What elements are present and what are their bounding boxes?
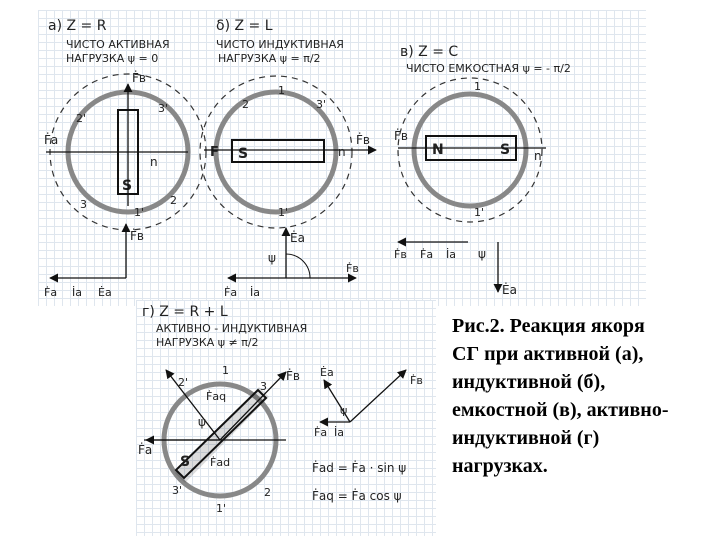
panel-d-fad-label: Ḟаd bbox=[210, 456, 230, 469]
panel-a: a) Z = R ЧИСТО АКТИВНАЯ НАГРУЗКА ψ = 0 S… bbox=[44, 18, 207, 299]
panel-b-coil-1: 1 bbox=[278, 84, 285, 97]
panel-d-faq-label: Ḟаq bbox=[206, 390, 226, 403]
panel-a-fb-label: Ḟв bbox=[132, 70, 146, 85]
panel-a-n-label: n bbox=[150, 155, 158, 169]
panel-c-phasor-ea-label: Ėа bbox=[502, 282, 517, 297]
panel-b: δ) Z = L ЧИСТО ИНДУКТИВНАЯ НАГРУЗКА ψ = … bbox=[199, 18, 377, 299]
panel-d-phasor-fb-label: Ḟв bbox=[410, 374, 423, 387]
panel-a-coil-3p: 3' bbox=[158, 102, 168, 115]
panel-d-coil-2p: 2' bbox=[178, 376, 188, 389]
panel-c-flux-line bbox=[397, 77, 543, 223]
graph-paper-background bbox=[38, 10, 646, 306]
panel-c-coil-1: 1 bbox=[474, 80, 481, 93]
panel-a-phasor-fb-label: Ḟв bbox=[130, 228, 144, 243]
panel-b-n-label: n bbox=[338, 145, 346, 159]
panel-a-phasor-ea-label: Ėа bbox=[98, 286, 112, 299]
panel-d-psi-label: ψ bbox=[198, 415, 206, 429]
panel-b-fb-label: Ḟв bbox=[356, 132, 370, 147]
panel-d-phasor-ea-label: Ėа bbox=[320, 366, 334, 379]
panel-d-phasor-psi-label: ψ bbox=[340, 404, 347, 417]
panel-d-coil-1p: 1' bbox=[216, 502, 226, 515]
panel-d-fb-arrow bbox=[219, 371, 287, 441]
panel-a-coil-1p: 1' bbox=[134, 206, 144, 219]
panel-c-coil-1p: 1' bbox=[474, 206, 484, 219]
panel-d-title: г) Z = R + L bbox=[142, 304, 228, 320]
panel-c-title: в) Z = C bbox=[400, 44, 458, 60]
panel-d-n-arrow bbox=[165, 369, 221, 441]
panel-d-coil-3: 3 bbox=[260, 380, 267, 393]
panel-b-psi-arc bbox=[285, 253, 311, 279]
panel-b-pole-s: S bbox=[238, 146, 248, 162]
panel-b-line1: ЧИСТО ИНДУКТИВНАЯ bbox=[216, 38, 344, 51]
panel-d-rotor-shadow bbox=[174, 387, 270, 483]
panel-a-phasor-fa-label: Ḟа bbox=[44, 286, 57, 299]
panel-d-rotor bbox=[174, 388, 268, 480]
panel-d-fa-label: Ḟа bbox=[138, 442, 152, 457]
panel-b-line2: НАГРУЗКА ψ = π/2 bbox=[218, 52, 321, 65]
diagram-top-svg: a) Z = R ЧИСТО АКТИВНАЯ НАГРУЗКА ψ = 0 S… bbox=[44, 18, 571, 299]
panel-c-pole-n: N bbox=[432, 142, 444, 158]
panel-d-coil-3p: 3' bbox=[172, 484, 182, 497]
panel-b-coil-3p: 3' bbox=[316, 98, 326, 111]
panel-d-coil-2: 2 bbox=[264, 486, 271, 499]
formula-fad: Ḟаd = Ḟа · sin ψ bbox=[312, 460, 406, 475]
panel-c-fb-label: Ḟв bbox=[394, 128, 408, 143]
panel-c-line1: ЧИСТО ЕМКОСТНАЯ ψ = - π/2 bbox=[406, 62, 571, 75]
panel-d-line1: АКТИВНО - ИНДУКТИВНАЯ bbox=[156, 322, 307, 335]
panel-c-n-label: n bbox=[534, 149, 542, 163]
panel-a-title: a) Z = R bbox=[48, 18, 107, 34]
panel-b-phasor-fb-label: Ḟв bbox=[346, 262, 359, 275]
panel-a-coil-3: 3 bbox=[80, 198, 87, 211]
panel-c-phasor-ia-label: İа bbox=[446, 248, 456, 261]
panel-a-fa-label: Ḟа bbox=[44, 132, 58, 147]
panel-c-phasor-fa-label: Ḟа bbox=[420, 248, 433, 261]
panel-a-coil-2p: 2' bbox=[76, 112, 86, 125]
panel-d: г) Z = R + L АКТИВНО - ИНДУКТИВНАЯ НАГРУ… bbox=[138, 304, 423, 515]
diagram-panel-top: a) Z = R ЧИСТО АКТИВНАЯ НАГРУЗКА ψ = 0 S… bbox=[38, 10, 646, 306]
panel-c: в) Z = C ЧИСТО ЕМКОСТНАЯ ψ = - π/2 N S Ḟ… bbox=[394, 44, 571, 297]
panel-d-fb-label: Ḟв bbox=[286, 368, 300, 383]
panel-b-flux-line bbox=[199, 75, 353, 229]
panel-d-phasor-ia-label: İа bbox=[334, 426, 344, 439]
panel-c-pole-s: S bbox=[500, 142, 510, 158]
figure-caption: Рис.2. Реакция якоря СГ при активной (а)… bbox=[452, 315, 669, 477]
diagram-panel-bottom: г) Z = R + L АКТИВНО - ИНДУКТИВНАЯ НАГРУ… bbox=[136, 300, 436, 536]
formula-faq: Ḟаq = Ḟа cos ψ bbox=[312, 488, 402, 503]
panel-a-pole-s: S bbox=[122, 178, 132, 194]
panel-a-line2: НАГРУЗКА ψ = 0 bbox=[66, 52, 158, 65]
panel-b-psi-label: ψ bbox=[268, 251, 276, 265]
panel-b-phasor-ia-label: İа bbox=[250, 286, 260, 299]
panel-d-pole-s: S bbox=[180, 454, 190, 470]
panel-b-coil-1p: 1' bbox=[278, 206, 288, 219]
panel-b-f-label: F bbox=[210, 145, 219, 160]
panel-a-line1: ЧИСТО АКТИВНАЯ bbox=[66, 38, 170, 51]
panel-b-phasor-fa-label: Ḟа bbox=[224, 286, 237, 299]
panel-b-rotor bbox=[231, 139, 325, 163]
panel-d-phasor-fb bbox=[349, 369, 407, 423]
panel-b-title: δ) Z = L bbox=[216, 18, 273, 34]
panel-c-phasor-fb-label: Ḟв bbox=[394, 248, 407, 261]
panel-a-coil-2: 2 bbox=[170, 194, 177, 207]
panel-b-stator-ring bbox=[213, 89, 339, 215]
panel-a-phasor-ia-label: İа bbox=[72, 286, 82, 299]
diagram-bottom-svg: г) Z = R + L АКТИВНО - ИНДУКТИВНАЯ НАГРУ… bbox=[138, 304, 423, 515]
panel-b-coil-2: 2 bbox=[242, 98, 249, 111]
panel-b-phasor-ea-label: Ėа bbox=[290, 230, 305, 245]
graph-paper-background-bottom bbox=[136, 300, 436, 536]
panel-d-coil-1: 1 bbox=[222, 364, 229, 377]
panel-d-phasor-ea bbox=[323, 379, 351, 423]
panel-c-psi-label: ψ bbox=[478, 247, 486, 261]
panel-d-line2: НАГРУЗКА ψ ≠ π/2 bbox=[156, 336, 259, 349]
panel-c-stator-ring bbox=[411, 91, 529, 209]
panel-d-phasor-fa-label: Ḟа bbox=[314, 426, 327, 439]
